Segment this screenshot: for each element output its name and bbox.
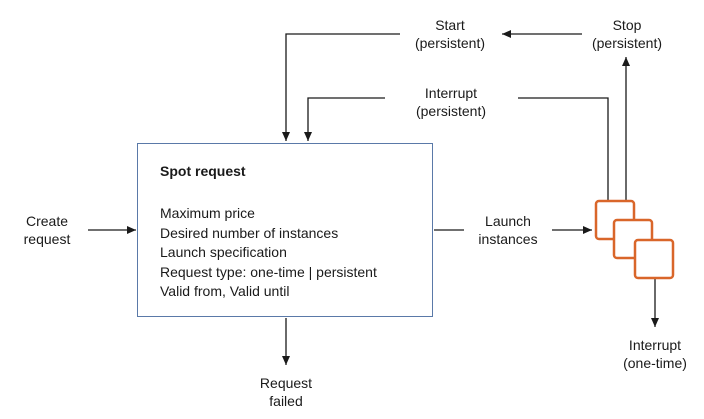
detail-launch-spec: Launch specification bbox=[160, 244, 287, 260]
label-start-line1: Start bbox=[435, 17, 465, 33]
label-interrupt-o-line2: (one-time) bbox=[623, 355, 687, 371]
instance-icon-front bbox=[633, 238, 675, 280]
label-launch-instances: Launch instances bbox=[478, 212, 537, 248]
label-create-request: Create request bbox=[24, 212, 71, 248]
label-create-line1: Create bbox=[25, 213, 69, 229]
label-failed-line1: Request bbox=[259, 375, 313, 391]
stacked-instances-icon bbox=[594, 199, 675, 280]
label-failed-line2: failed bbox=[269, 393, 303, 409]
arrow-interrupt-persistent-to-request bbox=[304, 97, 385, 141]
label-request-failed: Request failed bbox=[260, 374, 312, 410]
detail-validity: Valid from, Valid until bbox=[160, 283, 290, 299]
spot-request-box: Spot request Maximum price Desired numbe… bbox=[137, 143, 433, 317]
label-start-line2: (persistent) bbox=[414, 35, 486, 51]
line-instances-to-interrupt-persistent bbox=[518, 97, 609, 200]
label-stop-line1: Stop bbox=[612, 17, 642, 33]
label-stop-line2: (persistent) bbox=[591, 35, 663, 51]
label-launch-line1: Launch bbox=[485, 213, 531, 229]
spot-request-title: Spot request bbox=[160, 163, 246, 179]
label-interrupt-o-line1: Interrupt bbox=[628, 337, 682, 353]
spot-request-details: Maximum price Desired number of instance… bbox=[160, 204, 377, 302]
label-interrupt-p-line2: (persistent) bbox=[415, 103, 487, 119]
label-interrupt-p-line1: Interrupt bbox=[424, 85, 478, 101]
label-stop-persistent: Stop (persistent) bbox=[592, 16, 662, 52]
label-launch-line2: instances bbox=[478, 231, 538, 247]
detail-desired-instances: Desired number of instances bbox=[160, 224, 339, 241]
label-start-persistent: Start (persistent) bbox=[415, 16, 485, 52]
label-interrupt-persistent: Interrupt (persistent) bbox=[416, 84, 486, 120]
detail-max-price: Maximum price bbox=[160, 205, 255, 221]
label-create-line2: request bbox=[23, 231, 71, 247]
detail-request-type: Request type: one-time | persistent bbox=[160, 263, 377, 280]
label-interrupt-one-time: Interrupt (one-time) bbox=[623, 336, 687, 372]
arrow-start-to-request bbox=[282, 33, 400, 141]
